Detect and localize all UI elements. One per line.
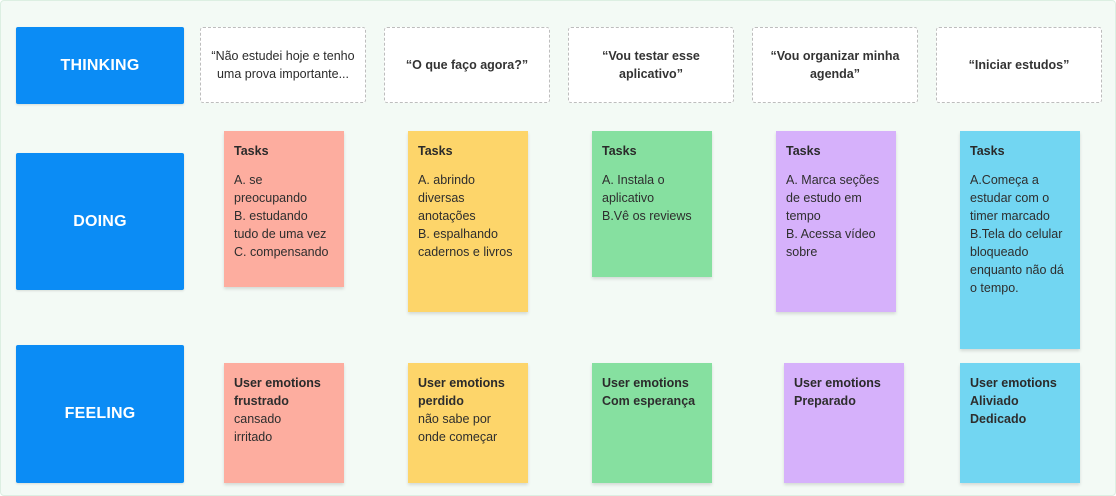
emotion-sticky-4[interactable]: User emotions Preparado <box>784 363 904 483</box>
sticky-line: preocupando <box>234 191 307 205</box>
sticky-line: estudar com o <box>970 191 1050 205</box>
sticky-line: B. estudando <box>234 209 308 223</box>
sticky-line: não sabe por <box>418 412 491 426</box>
emotion-sticky-3[interactable]: User emotions Com esperança <box>592 363 712 483</box>
sticky-line: C. compensando <box>234 245 329 259</box>
sticky-title: Tasks <box>602 144 637 158</box>
row-label-doing: DOING <box>16 153 184 290</box>
thought-card-5[interactable]: “Iniciar estudos” <box>936 27 1102 103</box>
task-sticky-4[interactable]: Tasks A. Marca seções de estudo em tempo… <box>776 131 896 312</box>
thought-card-1[interactable]: “Não estudei hoje e tenho uma prova impo… <box>200 27 366 103</box>
sticky-line-emotion: Com esperança <box>602 394 696 408</box>
sticky-title: Tasks <box>234 144 269 158</box>
sticky-title: Tasks <box>786 144 821 158</box>
row-label-thinking: THINKING <box>16 27 184 104</box>
sticky-title: User emotions <box>970 376 1057 390</box>
thought-card-3[interactable]: “Vou testar esse aplicativo” <box>568 27 734 103</box>
sticky-line: timer marcado <box>970 209 1050 223</box>
sticky-title: Tasks <box>970 144 1005 158</box>
sticky-line: A. Instala o <box>602 173 665 187</box>
sticky-line: o tempo. <box>970 281 1019 295</box>
sticky-line: cansado <box>234 412 282 426</box>
sticky-line: B.Tela do celular <box>970 227 1063 241</box>
sticky-line: onde começar <box>418 430 498 444</box>
emotion-sticky-2[interactable]: User emotions perdido não sabe por onde … <box>408 363 528 483</box>
sticky-line: B.Vê os reviews <box>602 209 692 223</box>
emotion-sticky-5[interactable]: User emotions Aliviado Dedicado <box>960 363 1080 483</box>
sticky-line: B. espalhando <box>418 227 498 241</box>
sticky-line: de estudo em <box>786 191 862 205</box>
sticky-line: cadernos e livros <box>418 245 513 259</box>
sticky-title: User emotions <box>234 376 321 390</box>
sticky-line: aplicativo <box>602 191 655 205</box>
sticky-line: sobre <box>786 245 818 259</box>
task-sticky-2[interactable]: Tasks A. abrindo diversas anotações B. e… <box>408 131 528 312</box>
sticky-line: bloqueado <box>970 245 1029 259</box>
task-sticky-1[interactable]: Tasks A. se preocupando B. estudando tud… <box>224 131 344 287</box>
task-sticky-3[interactable]: Tasks A. Instala o aplicativo B.Vê os re… <box>592 131 712 277</box>
sticky-line-emotion: Aliviado <box>970 394 1019 408</box>
task-sticky-5[interactable]: Tasks A.Começa a estudar com o timer mar… <box>960 131 1080 349</box>
sticky-line: tempo <box>786 209 821 223</box>
sticky-line-emotion: frustrado <box>234 394 289 408</box>
sticky-line: A. abrindo <box>418 173 475 187</box>
sticky-line: A. Marca seções <box>786 173 880 187</box>
sticky-line: irritado <box>234 430 273 444</box>
thought-card-4[interactable]: “Vou organizar minha agenda” <box>752 27 918 103</box>
row-label-feeling: FEELING <box>16 345 184 483</box>
sticky-line: diversas <box>418 191 465 205</box>
sticky-line: A.Começa a <box>970 173 1039 187</box>
sticky-title: User emotions <box>418 376 505 390</box>
sticky-line-emotion: perdido <box>418 394 464 408</box>
sticky-title: User emotions <box>794 376 881 390</box>
sticky-line-emotion: Dedicado <box>970 412 1027 426</box>
sticky-title: Tasks <box>418 144 453 158</box>
sticky-line: A. se <box>234 173 263 187</box>
sticky-line: enquanto não dá <box>970 263 1064 277</box>
sticky-title: User emotions <box>602 376 689 390</box>
sticky-line: anotações <box>418 209 476 223</box>
sticky-line: B. Acessa vídeo <box>786 227 876 241</box>
emotion-sticky-1[interactable]: User emotions frustrado cansado irritado <box>224 363 344 483</box>
sticky-line: tudo de uma vez <box>234 227 327 241</box>
thought-card-2[interactable]: “O que faço agora?” <box>384 27 550 103</box>
sticky-line-emotion: Preparado <box>794 394 856 408</box>
